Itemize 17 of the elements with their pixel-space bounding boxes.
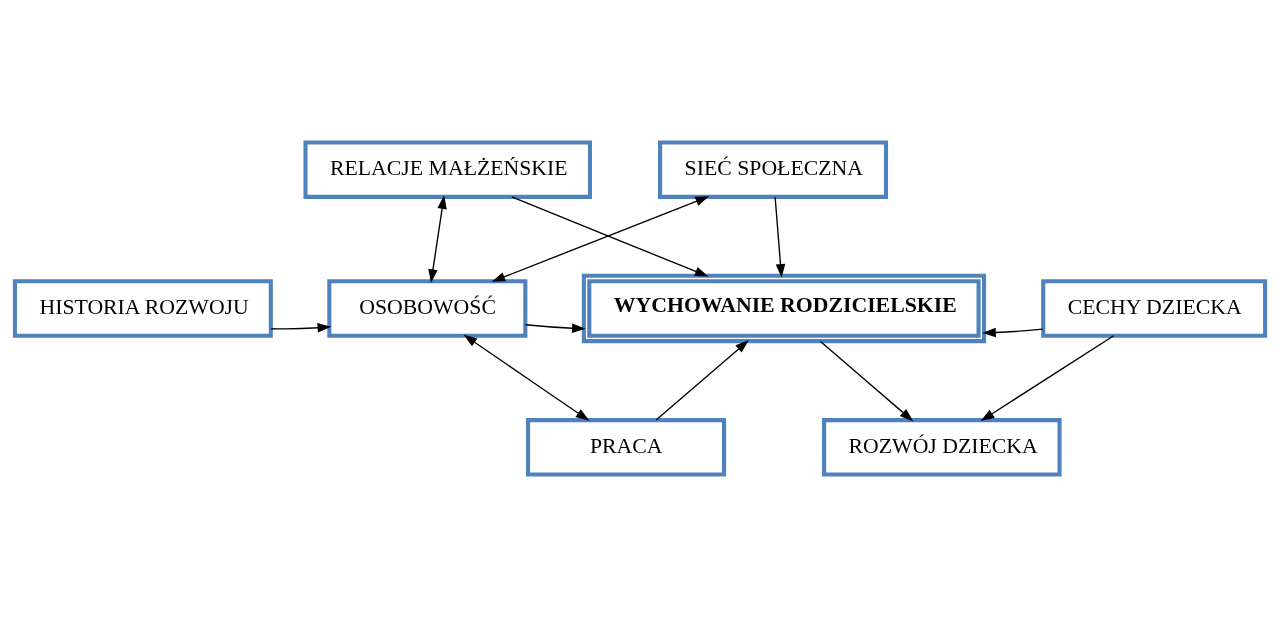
node-box: SIEĆ SPOŁECZNA — [658, 140, 889, 199]
node-box: PRACA — [526, 418, 727, 477]
arrow — [655, 340, 749, 421]
node-box: CECHY DZIECKA — [1041, 279, 1268, 338]
arrow — [774, 196, 786, 278]
arrow — [463, 334, 590, 421]
arrow — [982, 327, 1044, 338]
arrow — [524, 323, 586, 333]
node-box: ROZWÓJ DZIECKA — [822, 418, 1062, 477]
node-box: OSOBOWOŚĆ — [327, 279, 528, 338]
arrow — [980, 335, 1115, 422]
node-box: RELACJE MAŁŻEŃSKIE — [303, 140, 592, 199]
node-box: WYCHOWANIE RODZICIELSKIE — [581, 273, 987, 344]
arrow — [819, 340, 914, 422]
node-box: HISTORIA ROZWOJU — [12, 279, 273, 338]
arrow — [270, 323, 332, 333]
arrow — [428, 195, 447, 283]
